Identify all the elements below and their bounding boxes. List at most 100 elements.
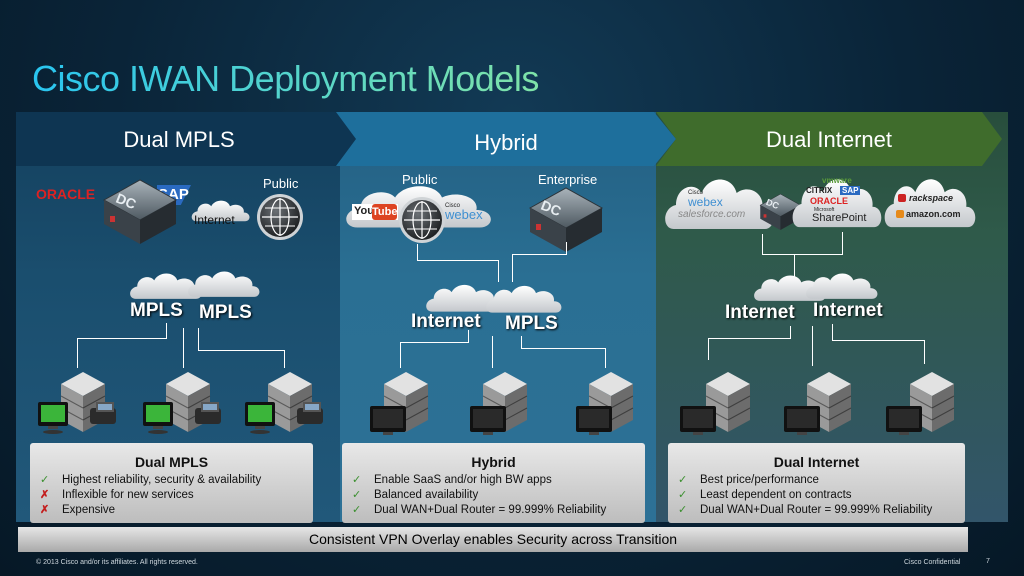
hybrid-banner: Hybrid <box>336 112 680 166</box>
cross-icon: ✗ <box>40 504 50 516</box>
public-label: Public <box>402 172 438 187</box>
connector-line <box>605 348 606 368</box>
rackspace-logo: rackspace <box>909 193 954 203</box>
sap-logo: SAP <box>840 186 861 195</box>
webex-logo: webex <box>688 195 723 209</box>
card-item: ✓ Dual WAN+Dual Router = 99.999% Reliabil… <box>678 503 965 518</box>
connector-line <box>417 260 499 261</box>
connector-line <box>762 254 842 255</box>
youtube-you: You <box>354 205 374 217</box>
sharepoint-logo: SharePoint <box>812 212 867 224</box>
hybrid-heading: Hybrid <box>474 130 538 155</box>
card-item: ✓ Best price/performance <box>678 473 965 488</box>
screen-icon <box>886 406 922 435</box>
green-screen-icon <box>38 402 68 434</box>
connector-line <box>198 350 284 351</box>
amazon-icon <box>896 210 904 218</box>
card-item-text: Enable SaaS and/or high BW apps <box>374 474 552 486</box>
card-item-text: Dual WAN+Dual Router = 99.999% Reliabili… <box>700 504 933 516</box>
connector-line <box>812 326 813 366</box>
ip-phone-icon <box>297 402 323 424</box>
card-list: ✓ Best price/performance ✓ Least dependent… <box>678 473 965 518</box>
check-icon: ✓ <box>40 474 50 486</box>
card-item: ✓ Dual WAN+Dual Router = 99.999% Reliabil… <box>352 503 645 518</box>
connector-line <box>566 242 567 255</box>
public-label: Public <box>263 176 299 191</box>
card-item: ✓Balanced availability <box>352 488 645 503</box>
connector-line <box>832 324 833 340</box>
card-item-text: Highest reliability, security & availabi… <box>62 474 262 486</box>
connector-line <box>77 338 78 368</box>
youtube-tube: Tube <box>372 204 398 220</box>
cisco-logo: Cisco <box>688 190 704 196</box>
card-item: ✓Enable SaaS and/or high BW apps <box>352 473 645 488</box>
connector-line <box>708 338 709 360</box>
connector-line <box>77 338 167 339</box>
card-item-text: Least dependent on contracts <box>700 489 852 501</box>
card-title: Hybrid <box>471 454 516 470</box>
card-item: ✓ Highest reliability, security & availab… <box>40 473 313 488</box>
hybrid-card: Hybrid ✓Enable SaaS and/or high BW apps … <box>342 443 645 523</box>
card-item-text: Dual WAN+Dual Router = 99.999% Reliabili… <box>374 504 607 516</box>
connector-line <box>284 350 285 368</box>
data-center-icon <box>103 179 177 245</box>
card-title: Dual Internet <box>773 454 860 470</box>
oracle-logo: ORACLE <box>36 186 96 202</box>
screen-icon <box>576 406 612 435</box>
internet-label: Internet <box>411 311 481 332</box>
dual-mpls-card: Dual MPLS ✓ Highest reliability, security… <box>30 443 313 523</box>
page-number: 7 <box>986 558 990 565</box>
copyright-text: © 2013 Cisco and/or its affiliates. All … <box>36 559 198 566</box>
card-title: Dual MPLS <box>134 454 209 470</box>
check-icon: ✓ <box>678 504 688 516</box>
page-title: Cisco IWAN Deployment Models <box>32 58 539 99</box>
mpls-label: MPLS <box>130 300 183 321</box>
cisco-logo: Cisco <box>445 203 461 209</box>
connector-line <box>842 232 843 255</box>
connector-line <box>521 348 605 349</box>
connector-line <box>708 338 791 339</box>
card-item-text: Balanced availability <box>374 489 479 501</box>
connector-line <box>198 328 199 350</box>
card-item-text: Best price/performance <box>700 474 819 486</box>
internet-label: Internet <box>194 213 235 227</box>
oracle-logo: ORACLE <box>810 196 848 206</box>
screen-icon <box>470 406 506 435</box>
connector-line <box>790 326 791 338</box>
check-icon: ✓ <box>678 474 688 486</box>
connector-line <box>498 260 499 282</box>
connector-line <box>762 234 763 254</box>
connector-line <box>512 254 513 282</box>
dual-mpls-banner: Dual MPLS <box>16 112 360 166</box>
card-item-text: Expensive <box>62 504 116 516</box>
card-item: ✗Inflexible for new services <box>40 488 313 503</box>
bottom-banner: Consistent VPN Overlay enables Security … <box>18 527 968 552</box>
screen-icon <box>784 406 820 435</box>
connector-line <box>521 336 522 348</box>
dual-mpls-heading: Dual MPLS <box>123 127 235 152</box>
ip-phone-icon <box>195 402 221 424</box>
connector-line <box>400 342 401 368</box>
youtube-logo: You Tube <box>352 204 398 220</box>
webex-logo: webex <box>445 207 483 222</box>
connector-line <box>832 340 924 341</box>
enterprise-label: Enterprise <box>538 172 598 187</box>
mpls-cloud-icon <box>188 271 260 297</box>
data-center-icon <box>529 187 603 253</box>
dual-internet-card: Dual Internet ✓ Best price/performance ✓ L… <box>668 443 965 523</box>
vmware-logo: vmware <box>822 176 852 185</box>
salesforce-logo: salesforce.com <box>678 209 746 220</box>
microsoft-logo: Microsoft <box>814 207 835 213</box>
screen-icon <box>680 406 716 435</box>
check-icon: ✓ <box>678 489 688 501</box>
card-list: ✓ Highest reliability, security & availab… <box>40 473 313 518</box>
card-item: ✗ Expensive <box>40 503 313 518</box>
check-icon: ✓ <box>352 504 362 516</box>
internet-globe-icon <box>398 196 446 244</box>
card-list: ✓Enable SaaS and/or high BW apps ✓Balanc… <box>352 473 645 518</box>
card-item-text: Inflexible for new services <box>62 489 194 501</box>
connector-line <box>417 244 418 260</box>
connector-line <box>924 340 925 364</box>
connector-line <box>400 342 469 343</box>
ip-phone-icon <box>90 402 116 424</box>
